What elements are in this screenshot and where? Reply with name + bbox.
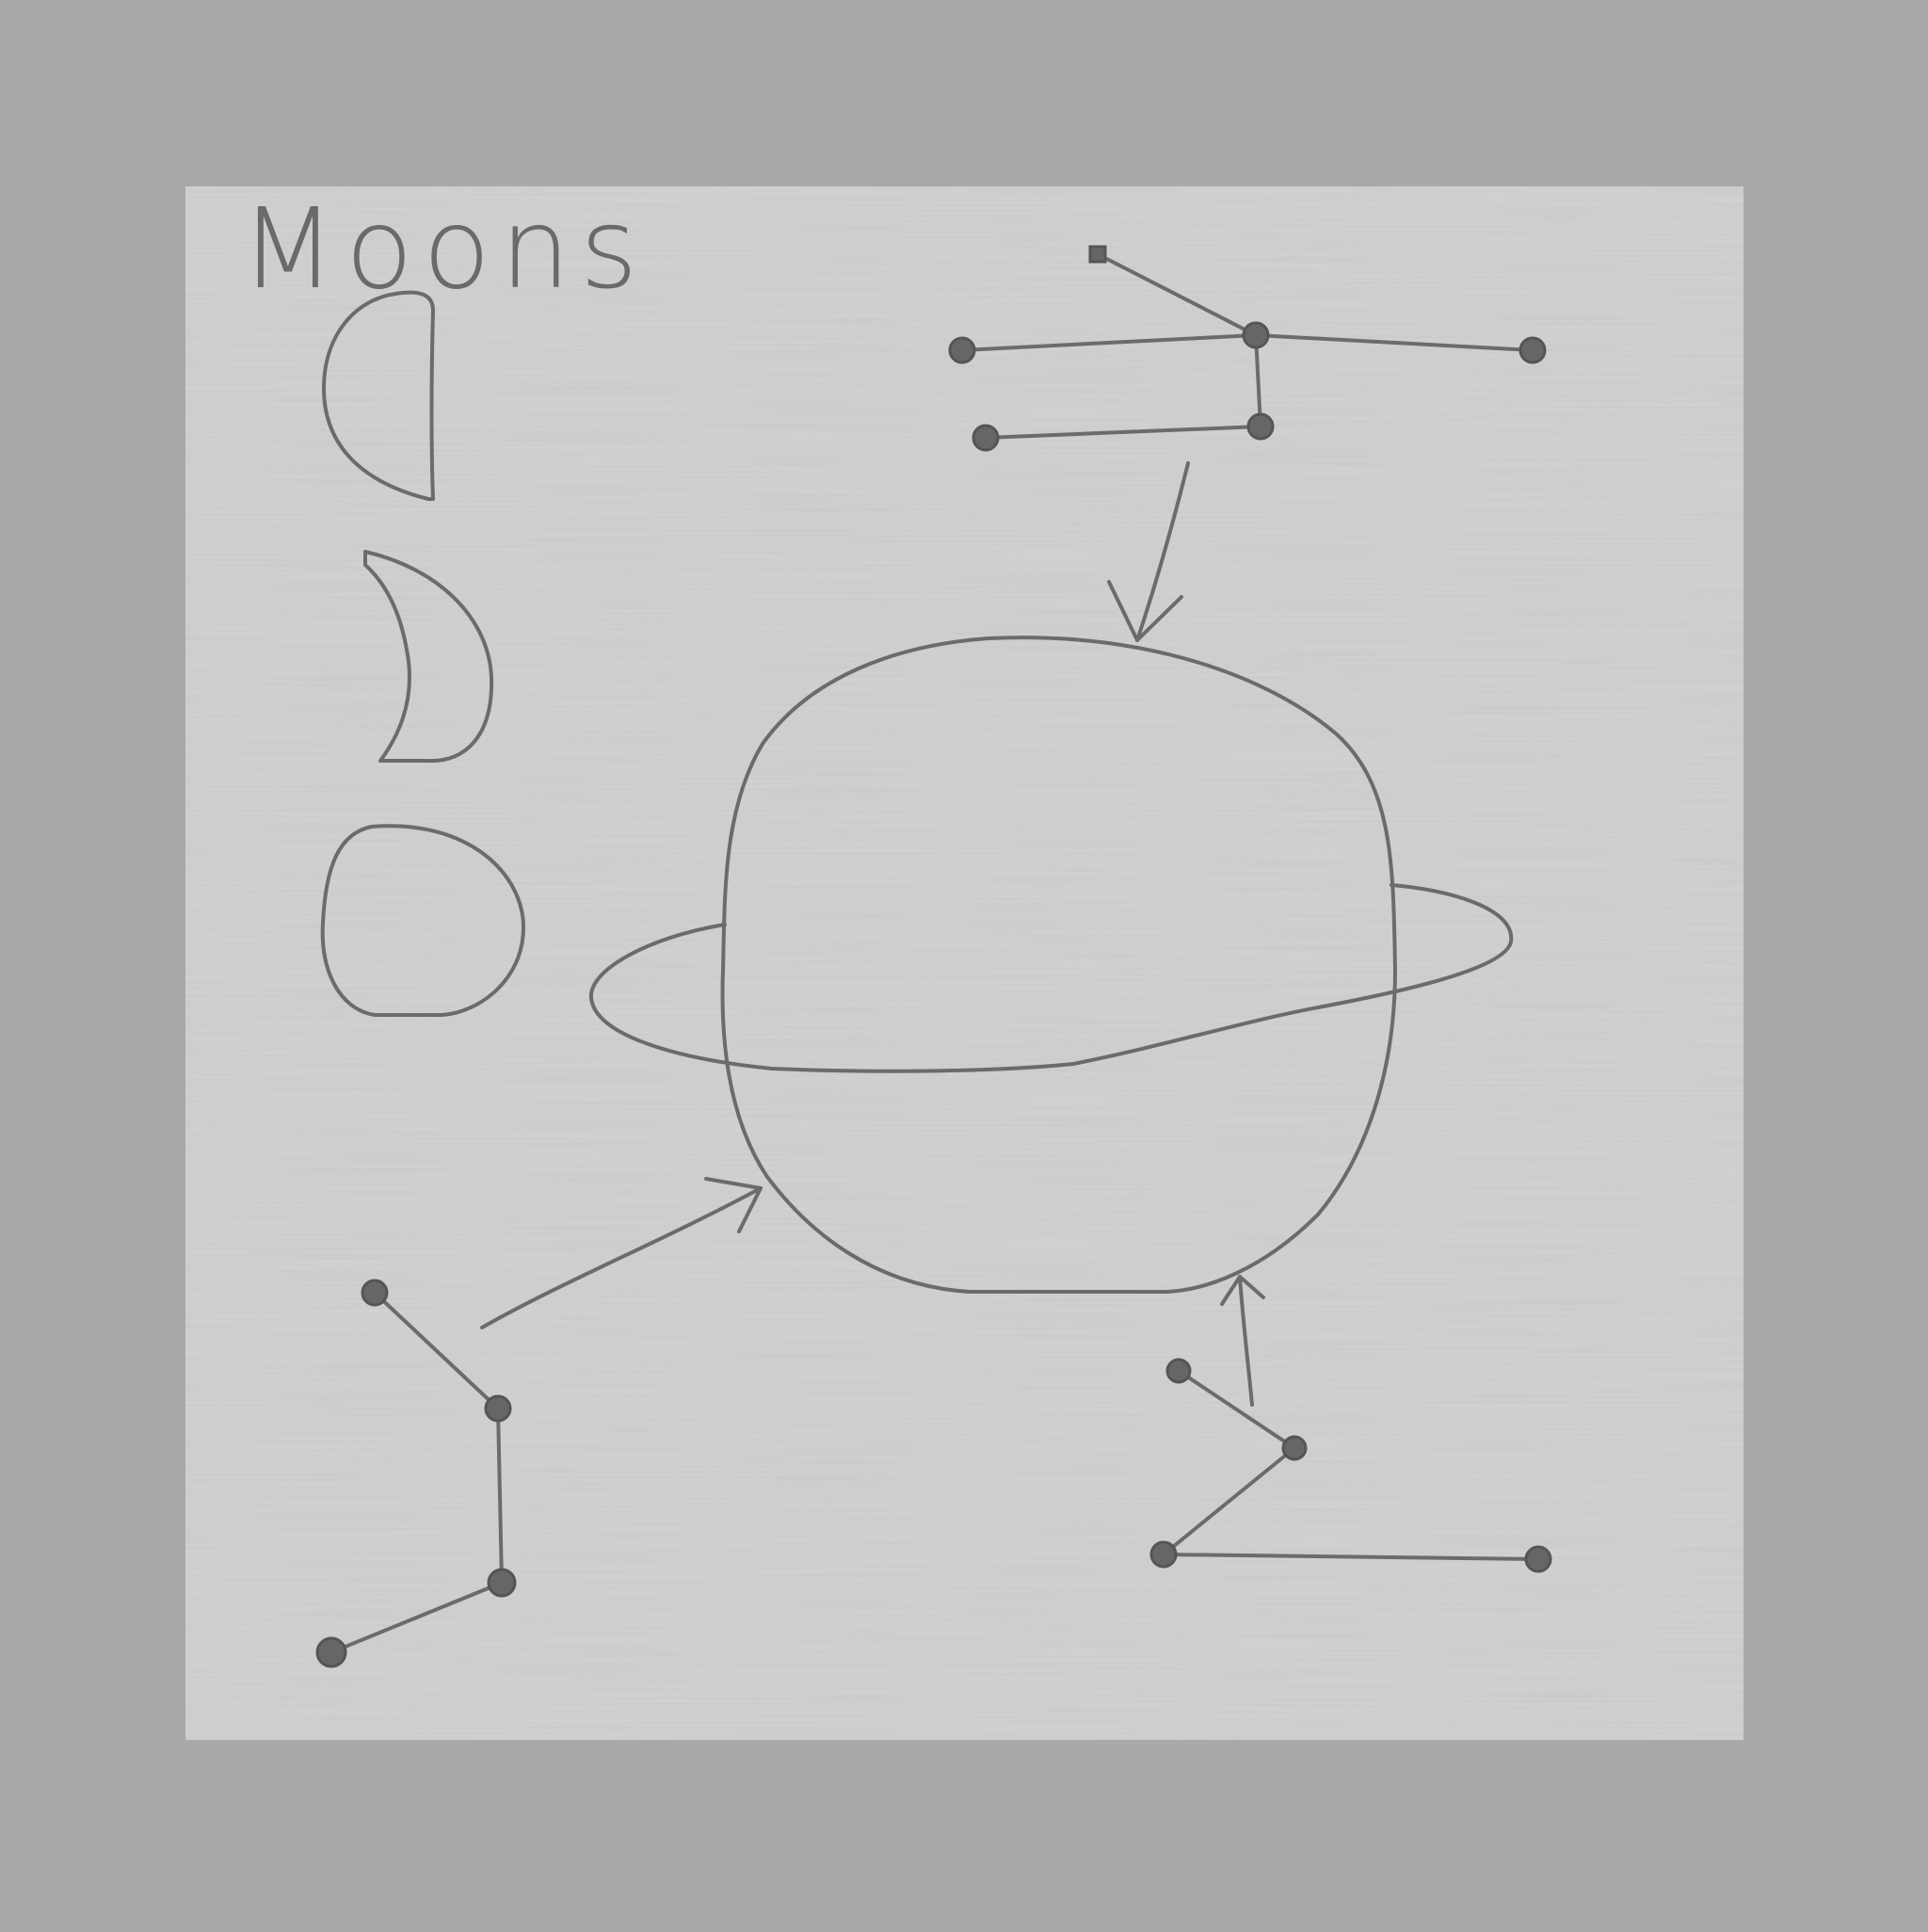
arrow-left-to-planet <box>480 1177 763 1329</box>
arrow-right-to-planet <box>1220 1275 1265 1407</box>
paper-texture <box>185 186 1743 1740</box>
crescent-moon-sketch <box>363 550 494 764</box>
arrow-top-to-planet <box>1107 461 1190 642</box>
constellation-top <box>948 245 1547 452</box>
gibbous-moon-sketch <box>320 824 525 1017</box>
planet-sketch <box>720 636 1397 1294</box>
sheet-title: Moons <box>240 184 648 314</box>
constellation-bottom-right <box>1149 1358 1552 1573</box>
constellation-bottom-left <box>315 1279 517 1668</box>
planet-ring-sketch <box>588 883 1514 1073</box>
half-moon-sketch <box>321 290 435 501</box>
